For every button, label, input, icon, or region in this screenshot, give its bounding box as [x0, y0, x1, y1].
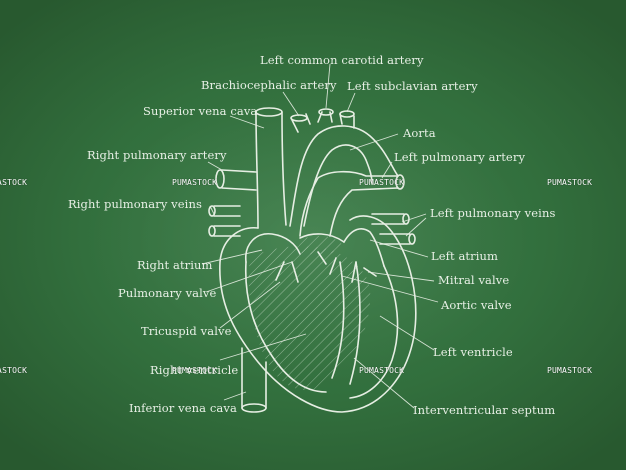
label-superior-vena-cava: Superior vena cava: [143, 104, 258, 118]
atrial-septum: [299, 233, 345, 243]
ventricle-hatching: [248, 246, 371, 391]
watermark: PUMASTOCK: [0, 178, 28, 187]
label-left-subclavian: Left subclavian artery: [347, 79, 478, 93]
septum-line: [331, 261, 361, 385]
watermark: PUMASTOCK: [0, 366, 28, 375]
left-ventricle-wall: [349, 265, 399, 399]
label-right-ventricle: Right ventricle: [150, 363, 239, 377]
label-right-atrium: Right atrium: [137, 258, 213, 272]
label-brachiocephalic: Brachiocephalic artery: [201, 78, 337, 92]
right-ventricle-wall: [244, 261, 327, 393]
atrium-hatching: [298, 235, 345, 255]
watermark: PUMASTOCK: [359, 366, 405, 375]
watermark: PUMASTOCK: [547, 178, 593, 187]
right-atrium-wall: [245, 233, 301, 263]
superior-vena-cava-shape: [255, 111, 287, 229]
label-inferior-vena-cava: Inferior vena cava: [129, 401, 237, 415]
brachiocephalic-vessel: [291, 113, 311, 133]
label-interventricular-septum: Interventricular septum: [413, 403, 556, 417]
watermark: PUMASTOCK: [172, 366, 218, 375]
label-tricuspid-valve: Tricuspid valve: [141, 324, 232, 338]
watermark: PUMASTOCK: [359, 178, 405, 187]
label-aorta: Aorta: [403, 126, 436, 140]
watermark: PUMASTOCK: [547, 366, 593, 375]
valve-lines: [275, 251, 377, 283]
label-left-pulmonary-artery: Left pulmonary artery: [394, 150, 526, 164]
svc-top: [255, 107, 283, 117]
inferior-vena-cava-shape: [241, 347, 267, 409]
label-right-pulmonary-veins: Right pulmonary veins: [68, 197, 202, 211]
label-left-common-carotid: Left common carotid artery: [260, 53, 424, 67]
watermark: PUMASTOCK: [172, 178, 218, 187]
right-pulmonary-artery-shape: [221, 169, 257, 191]
label-mitral-valve: Mitral valve: [438, 273, 510, 287]
label-left-ventricle: Left ventricle: [433, 345, 513, 359]
label-left-atrium: Left atrium: [431, 249, 499, 263]
pulmonary-trunk-shape: [299, 170, 399, 237]
label-left-pulmonary-veins: Left pulmonary veins: [430, 206, 556, 220]
label-pulmonary-valve: Pulmonary valve: [118, 286, 217, 300]
left-atrium-wall: [343, 228, 385, 267]
label-aortic-valve: Aortic valve: [441, 298, 512, 312]
right-pulmonary-veins-shape: [213, 205, 241, 237]
label-right-pulmonary-artery: Right pulmonary artery: [87, 148, 227, 162]
left-pulmonary-veins-shape: [371, 213, 411, 245]
heart-outline: [219, 215, 417, 413]
